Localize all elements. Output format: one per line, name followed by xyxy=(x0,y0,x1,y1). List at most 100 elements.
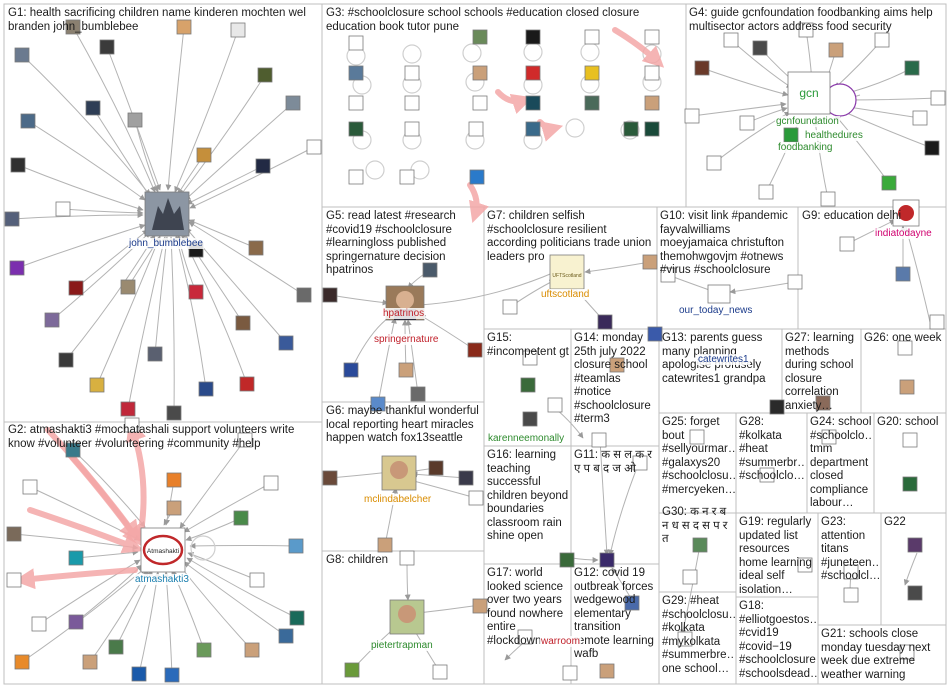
vertex xyxy=(14,654,30,670)
group-box-g19 xyxy=(735,512,819,598)
vertex xyxy=(912,110,928,126)
vertex xyxy=(127,112,143,128)
gcn-logo-text: gcn xyxy=(799,86,818,100)
vertex xyxy=(584,65,600,81)
vertex xyxy=(752,40,768,56)
vertex xyxy=(929,314,945,330)
group-box-g16 xyxy=(483,445,572,565)
person-icon xyxy=(396,291,414,309)
vertex xyxy=(44,312,60,328)
vertex xyxy=(65,19,81,35)
vertex xyxy=(263,475,279,491)
vertex xyxy=(899,644,915,660)
vertex xyxy=(924,140,940,156)
edges-g1 xyxy=(11,26,315,414)
vertex xyxy=(624,595,640,611)
vertex xyxy=(322,470,338,486)
vertex xyxy=(828,42,844,58)
vertex xyxy=(398,362,414,378)
vertex xyxy=(899,379,915,395)
vertex xyxy=(82,654,98,670)
vertex xyxy=(124,417,140,433)
vertex xyxy=(584,29,600,45)
vertex xyxy=(798,22,814,38)
vertex xyxy=(108,639,124,655)
group-box-g13 xyxy=(658,328,783,414)
vertex xyxy=(769,399,785,415)
vertex xyxy=(904,60,920,76)
vertex xyxy=(370,396,386,412)
vertex xyxy=(306,139,322,155)
vertex xyxy=(22,479,38,495)
vertex xyxy=(55,201,71,217)
vertex xyxy=(525,29,541,45)
edges-g4 xyxy=(691,29,939,200)
vertex xyxy=(517,629,533,645)
vertex xyxy=(237,432,253,448)
vertex xyxy=(907,537,923,553)
vertex xyxy=(644,95,660,111)
vertex xyxy=(166,405,182,421)
group-box-g3 xyxy=(321,3,687,208)
vertex xyxy=(632,455,648,471)
vertex xyxy=(644,29,660,45)
vertex xyxy=(522,411,538,427)
vertex xyxy=(377,537,393,553)
vertex xyxy=(399,550,415,566)
group-box-g30 xyxy=(658,512,737,593)
vertex xyxy=(902,432,918,448)
vertex xyxy=(233,510,249,526)
india-today-logo-icon xyxy=(898,205,914,221)
vertex xyxy=(660,267,676,283)
vertex xyxy=(120,401,136,417)
vertex xyxy=(422,262,438,278)
vertex xyxy=(468,490,484,506)
vertex xyxy=(623,121,639,137)
vertex xyxy=(348,121,364,137)
person-icon xyxy=(390,461,408,479)
vertex xyxy=(644,121,660,137)
vertex xyxy=(188,284,204,300)
vertex xyxy=(843,587,859,603)
group-box-g18 xyxy=(735,596,819,685)
vertex xyxy=(458,470,474,486)
vertex xyxy=(68,550,84,566)
vertex xyxy=(14,47,30,63)
vertex xyxy=(296,287,312,303)
vertex xyxy=(723,32,739,48)
vertex-our-today-news xyxy=(707,284,731,304)
vertex xyxy=(10,157,26,173)
group-boxes xyxy=(3,3,947,685)
vertex xyxy=(348,169,364,185)
vertex xyxy=(559,552,575,568)
vertex xyxy=(348,65,364,81)
vertex xyxy=(472,65,488,81)
vertex xyxy=(410,386,426,402)
vertex xyxy=(65,442,81,458)
vertex xyxy=(642,254,658,270)
atmashakti-logo-text: Atmashakti xyxy=(147,548,179,555)
vertex xyxy=(166,500,182,516)
vertex xyxy=(897,340,913,356)
vertex xyxy=(907,585,923,601)
group-box-g10 xyxy=(656,206,799,330)
loops-g3 xyxy=(346,42,662,180)
vertex xyxy=(839,236,855,252)
vertex xyxy=(677,631,693,647)
vertex xyxy=(244,642,260,658)
vertex xyxy=(843,564,859,580)
vertex xyxy=(85,100,101,116)
vertex xyxy=(404,65,420,81)
vertex xyxy=(99,39,115,55)
person-icon xyxy=(398,605,416,623)
vertex xyxy=(706,155,722,171)
vertex xyxy=(289,610,305,626)
group-box-g12 xyxy=(570,563,660,685)
vertex xyxy=(609,357,625,373)
vertex xyxy=(120,279,136,295)
vertex xyxy=(692,537,708,553)
vertex xyxy=(684,108,700,124)
vertex xyxy=(20,113,36,129)
vertex xyxy=(682,569,698,585)
